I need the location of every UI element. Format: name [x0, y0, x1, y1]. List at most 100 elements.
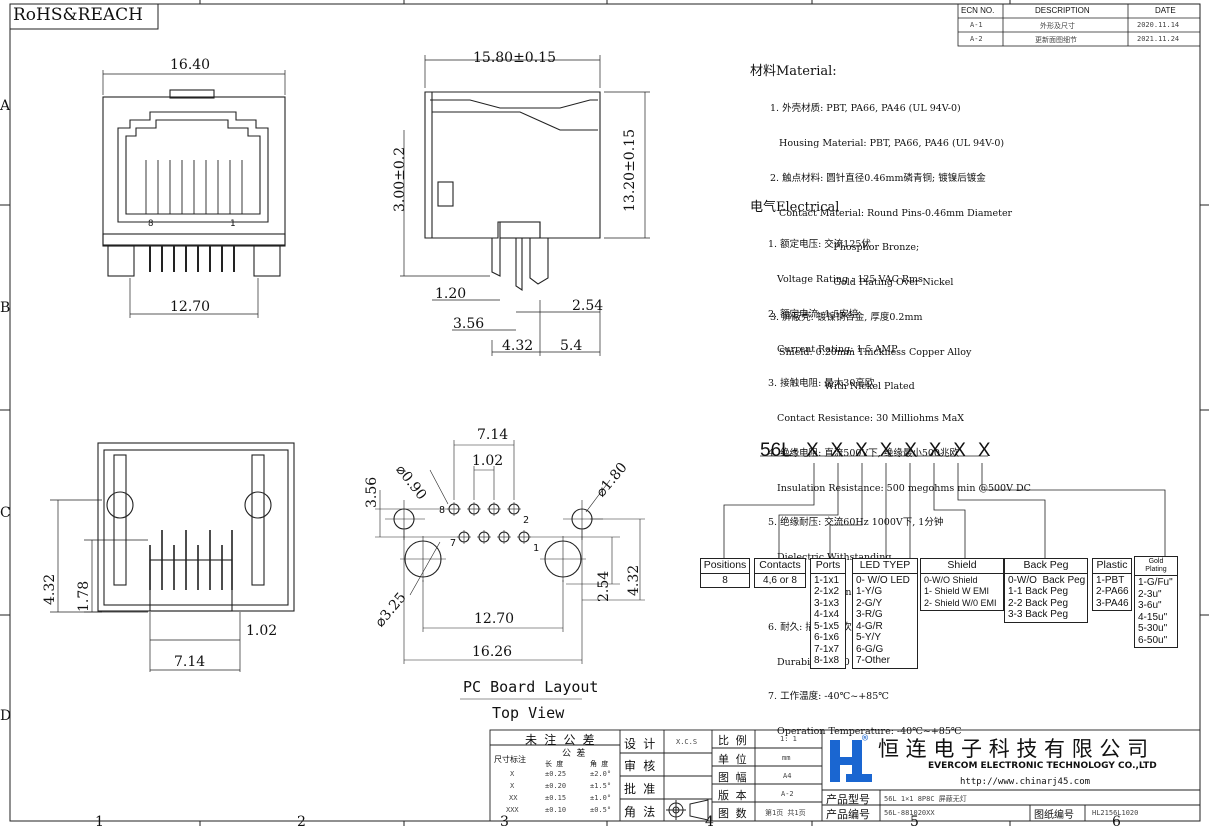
material-section: 材料Material: 1. 外壳材质: PBT, PA66, PA46 (UL…	[750, 64, 1012, 416]
material-line: Phosphor Bronze;	[770, 242, 920, 254]
company-url: http://www.chinarj45.com	[960, 777, 1091, 787]
frame-row-letter: B	[0, 300, 11, 316]
material-line: Housing Material: PBT, PA66, PA46 (UL 94…	[770, 137, 1005, 149]
tol-cell: ±0.20	[545, 782, 567, 790]
material-line: With Nickel Plated	[770, 381, 915, 393]
side-dim-d: 4.32	[502, 338, 534, 354]
rohs-box	[9, 3, 159, 30]
revision-cell: 外形及尺寸	[1040, 22, 1075, 30]
material-line: 2. 触点材料: 圆针直径0.46mm磷青铜; 镀镍后镀金	[770, 172, 986, 184]
frame-row-letter: D	[0, 708, 12, 724]
tol-cell: ±0.25	[545, 770, 567, 778]
revision-cell: A-2	[970, 35, 983, 43]
code-box-back-peg: Back Peg 0-W/O Back Peg 1-1 Back Peg 2-2…	[1004, 558, 1088, 623]
side-dim-b: 3.56	[453, 316, 485, 332]
design-label: 设 计	[624, 737, 656, 751]
tol-cell: ±2.0°	[590, 770, 612, 778]
pcb-dim-714: 7.14	[477, 427, 509, 443]
tol-cell: ±0.15	[545, 794, 567, 802]
product-code-value: 56L-881020XX	[884, 809, 935, 817]
electrical-line: Insulation Resistance: 500 megohms min @…	[768, 482, 1031, 494]
side-dim-e: 5.4	[560, 338, 583, 354]
pcb-pin-label: 8	[439, 505, 446, 516]
bottom-dim-3: 1.02	[246, 623, 278, 639]
front-pin-mark: 1	[230, 219, 236, 229]
frame-col-number: 2	[297, 814, 306, 830]
tol-head: 公 差	[562, 749, 586, 759]
tol-cell: ±0.10	[545, 806, 567, 814]
tol-cell: ±1.0°	[590, 794, 612, 802]
material-title: 材料Material:	[750, 64, 837, 79]
unit-label: 单 位	[718, 753, 747, 766]
electrical-lines: 1. 额定电压: 交流125伏 Voltage Rating : 125 VAC…	[750, 216, 1031, 761]
material-line: Contact Material: Round Pins-0.46mm Diam…	[770, 207, 1013, 219]
side-view	[400, 55, 650, 356]
pcb-dim-254: 2.54	[596, 570, 612, 602]
revision-table-grid	[957, 3, 1201, 47]
tol-cell: ±1.5°	[590, 782, 612, 790]
electrical-line: 1. 额定电压: 交流125伏	[768, 239, 871, 251]
pcb-pin-label: 2	[523, 515, 530, 526]
pcb-dim-432: 4.32	[626, 564, 642, 596]
front-pin-mark: 8	[148, 219, 154, 229]
projection-label: 角 法	[624, 805, 656, 819]
side-dim-c: 2.54	[572, 298, 604, 314]
pcb-dim-1626: 16.26	[472, 644, 513, 660]
frame-row-letter: C	[0, 505, 11, 521]
title-block-grid	[489, 729, 1201, 822]
tol-cell: X	[510, 770, 515, 778]
version-label: 版 本	[718, 789, 747, 802]
company-name-cn: 恒 连 电 子 科 技 有 限 公 司	[878, 737, 1149, 761]
side-dim-3: 3.00±0.2	[392, 146, 408, 212]
size-label: 尺寸标注	[494, 755, 526, 764]
tol-ang: 角 度	[590, 760, 609, 768]
sheets-value: 第1页 共1页	[765, 809, 806, 817]
product-code-label: 产品编号	[826, 808, 870, 821]
electrical-line: 5. 绝缘耐压: 交流60Hz 1000V下, 1分钟	[768, 517, 944, 529]
review-label: 审 核	[624, 759, 656, 773]
material-line: 1. 外壳材质: PBT, PA66, PA46 (UL 94V-0)	[770, 103, 961, 115]
version-value: A-2	[781, 790, 794, 798]
registered-mark: ®	[862, 733, 869, 744]
approve-label: 批 准	[624, 782, 656, 796]
electrical-line: Dielectric Withstanding	[768, 552, 1031, 564]
rohs-label: RoHS&REACH	[13, 5, 143, 25]
electrical-line: Current Rating: 1.5 AMP	[768, 343, 898, 355]
tol-cell: ±0.5°	[590, 806, 612, 814]
code-box-contacts: Contacts 4,6 or 8	[754, 558, 806, 588]
code-box-shield: Shield 0-W/O Shield 1- Shield W EMI 2- S…	[920, 558, 1004, 611]
pcb-layout-subtitle: Top View	[492, 704, 565, 722]
electrical-line: Voltage Rating : 125 VAC Rms	[768, 273, 923, 285]
code-box-positions: Positions 8	[700, 558, 750, 588]
bottom-dim-2: 1.78	[76, 580, 92, 612]
frame-col-number: 6	[1112, 814, 1121, 830]
scale-value: 1: 1	[780, 735, 797, 743]
frame-col-number: 1	[95, 814, 104, 830]
projection-symbol	[666, 799, 709, 821]
code-box-plastic: Plastic 1-PBT 2-PA66 3-PA46	[1092, 558, 1132, 611]
tol-title: 未 注 公 差	[525, 733, 595, 747]
electrical-line: 2. 额定电流: 1.5安培	[768, 308, 859, 320]
material-line: Gold Plating Over Nickel	[770, 277, 954, 289]
pcb-dim-102: 1.02	[472, 453, 504, 469]
code-box-led-type: LED TYEP 0- W/O LED 1-Y/G 2-G/Y 3-R/G 4-…	[852, 558, 918, 669]
bottom-dim-1: 4.32	[42, 573, 58, 605]
pcb-dim-1270: 12.70	[474, 611, 515, 627]
frame-col-number: 3	[500, 814, 509, 830]
revision-cell: 2021.11.24	[1137, 35, 1180, 43]
revision-cell: A-1	[970, 21, 983, 29]
material-lines: 1. 外壳材质: PBT, PA66, PA46 (UL 94V-0) Hous…	[750, 80, 1012, 416]
unit-value: mm	[782, 754, 791, 762]
revision-header-ecn: ECN NO.	[961, 6, 995, 15]
part-code-prefix: 56L-	[760, 440, 799, 461]
paper-value: A4	[783, 772, 792, 780]
revision-header-date: DATE	[1155, 6, 1176, 15]
front-dim-pitch: 12.70	[170, 299, 211, 315]
electrical-line: Contact Resistance: 30 Milliohms MaX	[768, 413, 965, 425]
design-value: X.C.S	[676, 738, 698, 746]
electrical-title: 电气Electrical	[750, 200, 840, 215]
tol-cell: X	[510, 782, 515, 790]
drawing-number-value: HL2156L1020	[1092, 809, 1139, 817]
